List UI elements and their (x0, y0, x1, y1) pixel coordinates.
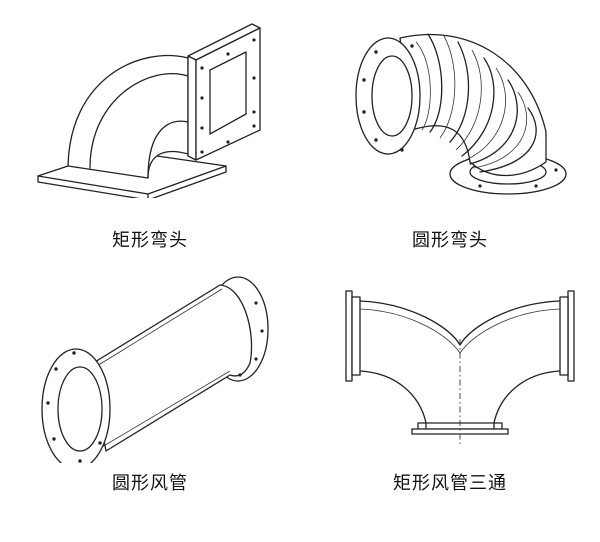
figure-caption: 矩形风管三通 (393, 473, 507, 494)
rectangular-duct-tee-drawing (345, 290, 575, 447)
round-duct-drawing (41, 276, 269, 463)
figure-rectangular-duct-tee: 矩形风管三通 (300, 271, 600, 542)
figure-round-elbow: 圆形弯头 (300, 0, 600, 271)
figure-round-duct: 圆形风管 (0, 271, 300, 542)
round-elbow-drawing (355, 33, 567, 195)
figure-caption: 圆形弯头 (412, 230, 488, 251)
rectangular-elbow-drawing (37, 23, 261, 198)
figure-caption: 矩形弯头 (112, 230, 188, 251)
figure-rectangular-elbow: 矩形弯头 (0, 0, 300, 271)
figure-caption: 圆形风管 (112, 473, 188, 494)
